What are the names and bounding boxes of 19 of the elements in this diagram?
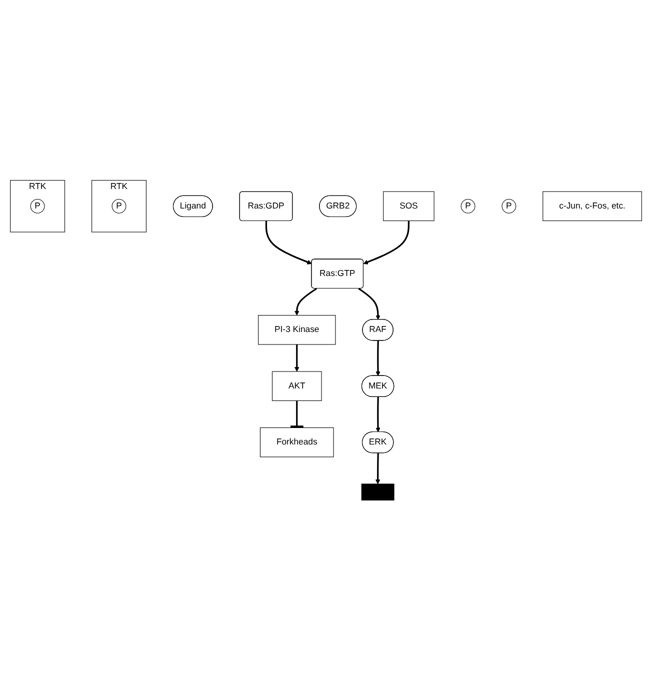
arrow: [265, 220, 312, 264]
node-bar: [361, 483, 394, 500]
arrow: [363, 220, 410, 264]
arrow: [375, 452, 380, 484]
arrow: [376, 396, 380, 432]
node-box: PI-3 Kinase: [258, 314, 336, 344]
arrow: [376, 340, 380, 376]
node-circle: P: [112, 198, 126, 214]
node-circle: P: [502, 198, 516, 214]
arrow: [294, 344, 300, 372]
node-box: Forkheads: [260, 427, 334, 457]
node-box: AKT: [272, 371, 322, 401]
node-box: c-Jun, c-Fos, etc.: [542, 191, 642, 221]
arrow: [294, 288, 318, 316]
node-box: SOS: [383, 191, 434, 221]
node-circle: P: [30, 198, 45, 214]
connector: [290, 400, 304, 428]
node-circle: P: [460, 198, 476, 214]
arrow: [358, 288, 380, 320]
